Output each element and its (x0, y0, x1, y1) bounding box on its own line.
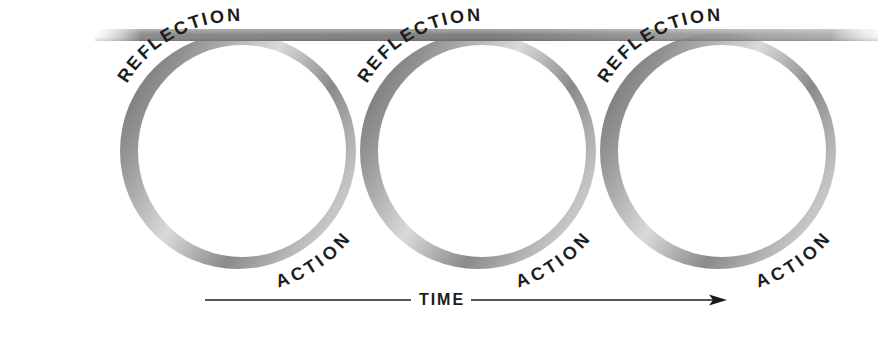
ribbon-top (95, 29, 878, 41)
ribbon-loop (120, 33, 356, 269)
letter-glyph: O (209, 7, 226, 27)
letter-glyph: T (666, 12, 682, 33)
ribbon-loop (360, 33, 596, 269)
letter-glyph: N (227, 6, 241, 24)
phase-label: REFLECTION (591, 1, 728, 89)
letter-glyph: N (467, 6, 481, 24)
phase-label: ACTION (269, 227, 355, 294)
letter-glyph: T (426, 12, 442, 33)
letter-glyph: T (186, 12, 202, 33)
phase-label: REFLECTION (111, 1, 248, 89)
phase-label: REFLECTION (351, 1, 488, 89)
phase-label: ACTION (749, 227, 835, 294)
ribbon-loop (600, 33, 836, 269)
letter-glyph: O (449, 7, 466, 27)
letter-glyph: O (689, 7, 706, 27)
letter-glyph: N (707, 6, 721, 24)
time-arrowhead (709, 295, 727, 306)
phase-label: ACTION (509, 227, 595, 294)
ribbon-top-shine (95, 29, 878, 41)
axis-label: TIME (411, 290, 471, 309)
